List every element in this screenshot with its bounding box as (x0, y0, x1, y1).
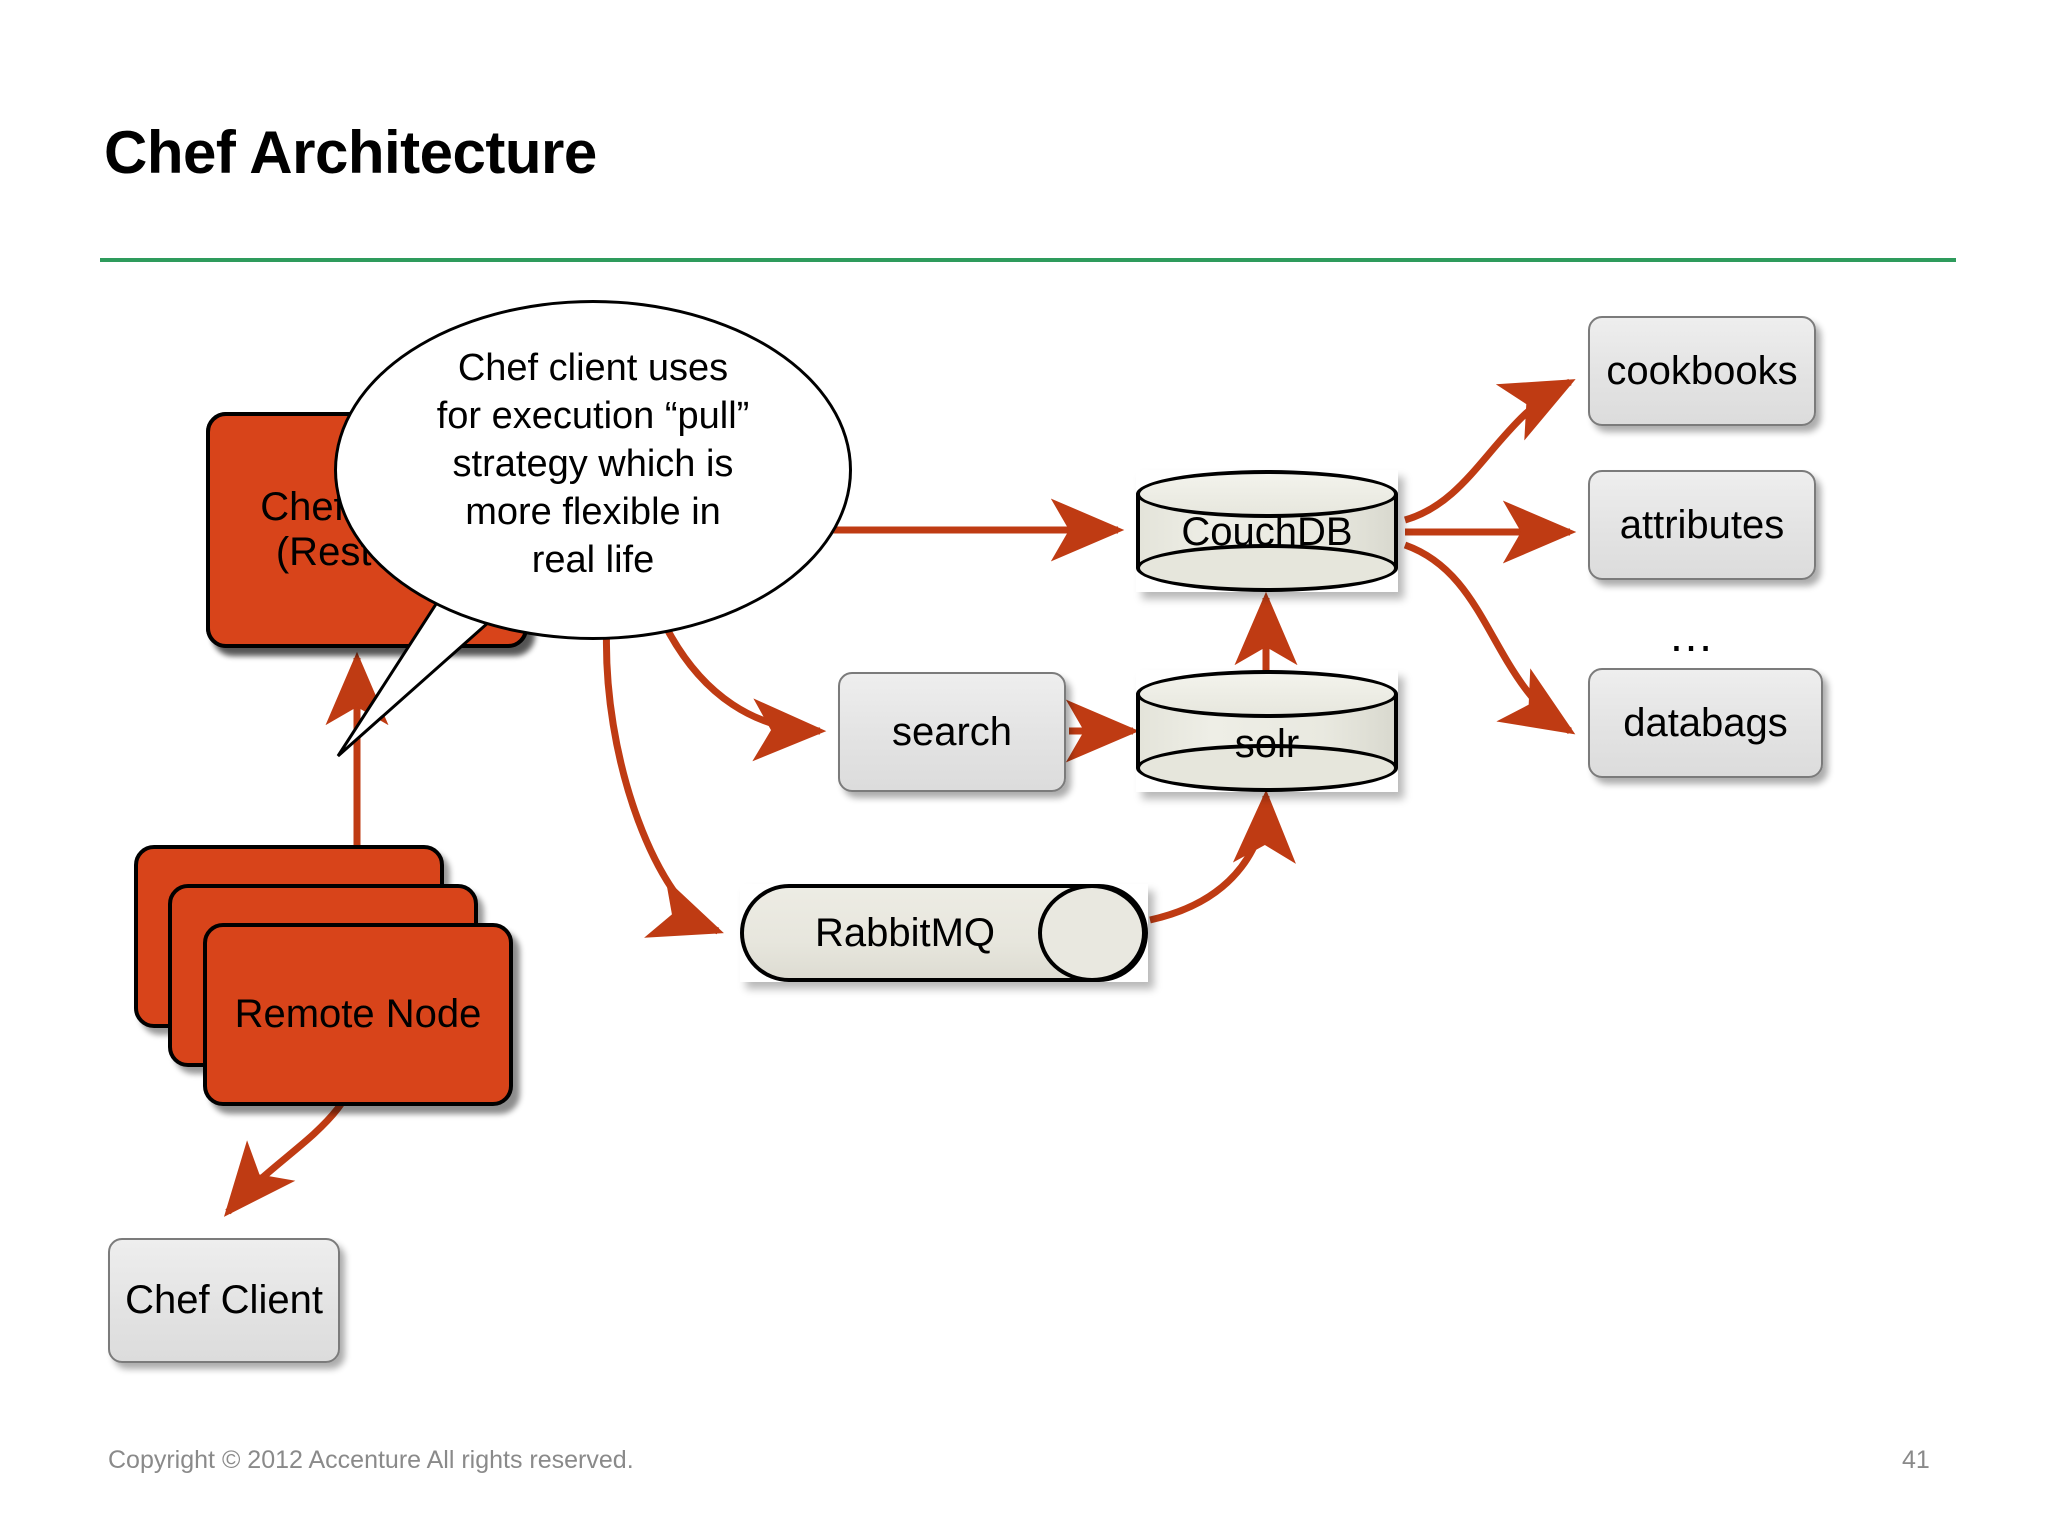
footer-page-number: 41 (1902, 1446, 1930, 1474)
solr-label: solr (1234, 722, 1300, 766)
remote-node[interactable]: Remote Node (203, 923, 513, 1106)
wire-couchdb-to-databags (1403, 541, 1576, 735)
couchdb-cylinder-top (1136, 470, 1398, 518)
title-divider (100, 258, 1956, 262)
page-title: Chef Architecture (104, 119, 597, 186)
solr-node[interactable]: solr (1136, 670, 1398, 792)
callout-balloon: Chef client uses for execution “pull” st… (334, 300, 852, 640)
footer-copyright: Copyright © 2012 Accenture All rights re… (108, 1446, 634, 1474)
rabbitmq-label: RabbitMQ (814, 910, 996, 955)
rabbitmq-node[interactable]: RabbitMQ (740, 884, 1148, 982)
rabbitmq-end-cap (1038, 884, 1146, 982)
couchdb-label: CouchDB (1181, 510, 1353, 554)
wire-couchdb-to-cookbooks (1404, 378, 1576, 524)
callout-text: Chef client uses for execution “pull” st… (436, 347, 750, 581)
databags-node[interactable]: databags (1588, 668, 1823, 778)
wire-chefserver-to-rabbitmq (602, 619, 724, 938)
solr-cylinder-top (1136, 670, 1398, 718)
search-node[interactable]: search (838, 672, 1066, 792)
solr-cylinder-bottom (1136, 744, 1398, 792)
cookbooks-node[interactable]: cookbooks (1588, 316, 1816, 426)
attributes-node[interactable]: attributes (1588, 470, 1816, 580)
chef-client-node[interactable]: Chef Client (108, 1238, 340, 1363)
couchdb-node[interactable]: CouchDB (1136, 470, 1398, 592)
wire-rabbitmq-to-solr (1149, 789, 1296, 924)
ellipsis-label: … (1668, 609, 1722, 661)
couchdb-cylinder-bottom (1136, 544, 1398, 592)
